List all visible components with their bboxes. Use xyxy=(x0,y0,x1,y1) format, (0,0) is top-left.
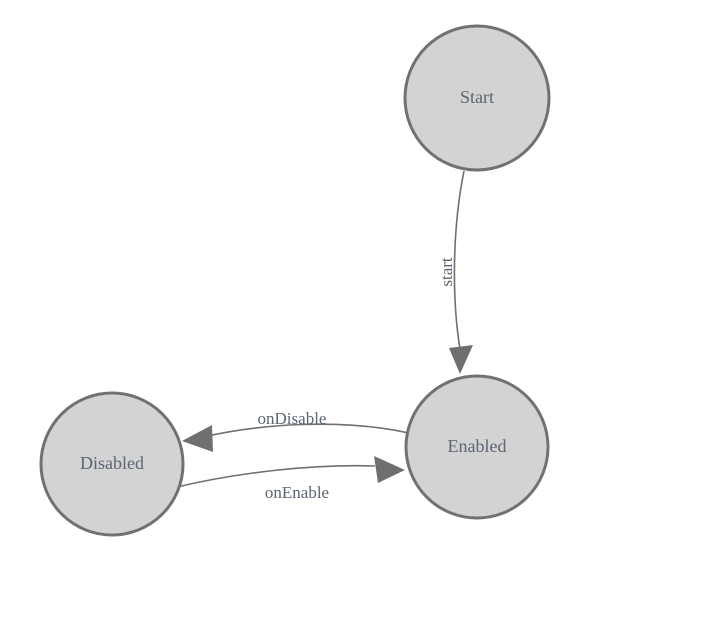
node-enabled-label: Enabled xyxy=(448,436,507,456)
edge-label-on-disable: onDisable xyxy=(258,409,327,428)
node-enabled[interactable]: Enabled xyxy=(404,374,550,520)
node-disabled[interactable]: Disabled xyxy=(39,391,185,537)
edge-start-to-enabled-arrowhead xyxy=(449,345,473,374)
node-disabled-label: Disabled xyxy=(80,453,144,473)
node-start-label: Start xyxy=(460,87,494,107)
edge-disabled-to-enabled-arrowhead xyxy=(374,456,405,483)
node-disabled-circle xyxy=(39,391,185,537)
node-enabled-circle xyxy=(404,374,550,520)
edge-label-start: start xyxy=(437,257,456,287)
edge-start-to-enabled-path xyxy=(453,170,465,350)
edge-enabled-to-disabled-path xyxy=(202,423,410,438)
edge-disabled-to-enabled[interactable] xyxy=(176,456,405,488)
edge-disabled-to-enabled-path xyxy=(176,464,376,488)
edge-enabled-to-disabled[interactable] xyxy=(182,423,410,452)
edge-start-to-enabled[interactable] xyxy=(449,170,473,374)
edge-enabled-to-disabled-arrowhead xyxy=(182,425,213,452)
edge-label-on-enable: onEnable xyxy=(265,483,329,502)
node-start-circle xyxy=(403,24,551,172)
node-start[interactable]: Start xyxy=(403,24,551,172)
